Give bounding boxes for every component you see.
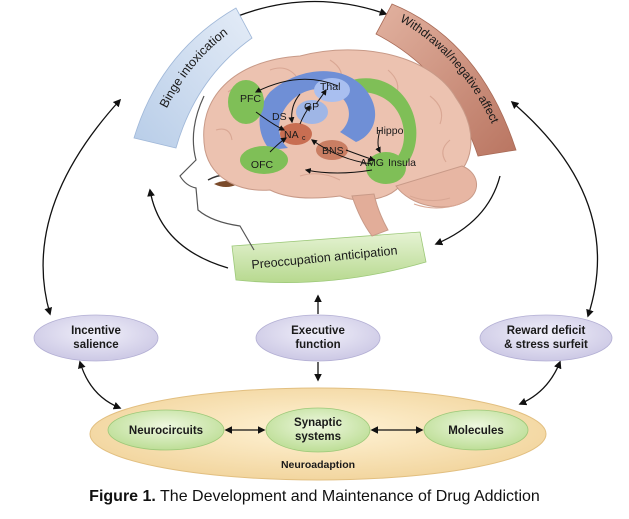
- label-hippo: Hippo: [376, 125, 404, 137]
- green-tract: [352, 78, 417, 176]
- binge-band: [133, 7, 253, 149]
- process-reward-deficit: Reward deficit & stress surfeit: [479, 314, 613, 362]
- molecules-node: [423, 409, 529, 451]
- label-pfc: PFC: [240, 93, 261, 105]
- label-ds: DS: [272, 111, 287, 123]
- neuroadaption-container: Neurocircuits Synaptic systems Molecules…: [89, 387, 547, 481]
- arrow-binge-to-withdrawal: [237, 0, 388, 17]
- preoccupation-band: [231, 231, 427, 284]
- na-area: [280, 123, 312, 145]
- label-amg: AMG: [360, 157, 384, 169]
- arrow-withdrawal-reward: [510, 100, 599, 318]
- label-bns: BNS: [322, 145, 344, 157]
- label-na: NA: [284, 129, 299, 141]
- neurocircuits-label: Neurocircuits: [129, 425, 203, 437]
- neuroadaption-label: Neuroadaption: [281, 459, 355, 471]
- arrow-binge-incentive: [42, 98, 122, 316]
- executive-line2: function: [295, 339, 340, 351]
- arrow-preoccupation-to-binge: [147, 188, 229, 269]
- molecules-label: Molecules: [448, 425, 504, 437]
- face-profile: [179, 95, 255, 251]
- brainstem: [351, 193, 389, 237]
- incentive-line2: salience: [73, 339, 118, 351]
- label-c: c: [302, 135, 306, 142]
- bns-area: [316, 140, 348, 160]
- caption-number: Figure 1.: [89, 488, 156, 505]
- arrow-incentive-neurocircuits: [78, 360, 122, 410]
- amg-area: [366, 152, 406, 184]
- circuit-arrows: [254, 78, 381, 174]
- stage-preoccupation: Preoccupation anticipation: [231, 231, 427, 284]
- reward-line1: Reward deficit: [507, 325, 586, 337]
- ofc-area: [240, 146, 288, 174]
- cycle-arrows: [42, 0, 599, 410]
- caption-text: The Development and Maintenance of Drug …: [160, 488, 540, 505]
- cerebellum: [395, 165, 477, 208]
- label-thal: Thal: [320, 81, 340, 93]
- executive-line1: Executive: [291, 325, 345, 337]
- synaptic-line2: systems: [295, 431, 341, 443]
- incentive-line1: Incentive: [71, 325, 121, 337]
- region-labels: PFC OFC DS NA c GP Thal BNS AMG Insula H…: [240, 81, 416, 171]
- cortex-folds: [215, 59, 461, 209]
- withdrawal-band: [375, 3, 517, 157]
- label-gp: GP: [304, 101, 319, 113]
- figure-caption: Figure 1. The Development and Maintenanc…: [0, 488, 629, 506]
- neurocircuits-node: [107, 409, 225, 451]
- synaptic-node: [265, 407, 371, 453]
- brain: PFC OFC DS NA c GP Thal BNS AMG Insula H…: [203, 49, 477, 237]
- reward-line2: & stress surfeit: [504, 339, 588, 351]
- label-ofc: OFC: [251, 159, 274, 171]
- label-insula: Insula: [388, 157, 416, 169]
- thal-area: [314, 78, 350, 102]
- gp-area: [296, 100, 328, 124]
- process-incentive-salience: Incentive salience: [33, 314, 159, 362]
- process-executive-function: Executive function: [255, 314, 381, 362]
- synaptic-line1: Synaptic: [294, 417, 343, 429]
- arrow-reward-molecules: [518, 360, 562, 406]
- arrow-withdrawal-to-preoccupation: [434, 175, 501, 246]
